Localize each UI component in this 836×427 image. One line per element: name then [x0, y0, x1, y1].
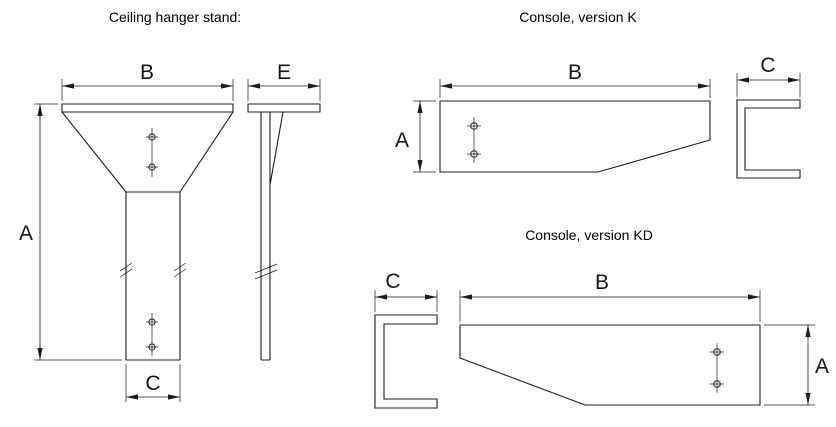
- dim-label-a-console-kd: A: [815, 355, 829, 378]
- break-mark: [254, 263, 278, 280]
- console-k-outline: [439, 100, 711, 173]
- console-kd-profile-outline: [374, 314, 438, 409]
- console-k-profile-view: C: [736, 54, 801, 179]
- dimension-a-console-k: A: [395, 100, 436, 173]
- extension-line: [61, 79, 234, 101]
- console-k-profile-outline: [736, 99, 801, 179]
- console-kd-title: Console, version KD: [525, 227, 653, 243]
- dim-label-c-hanger: C: [145, 372, 160, 395]
- extension-line: [736, 73, 801, 97]
- dimension-a-hanger: A: [19, 103, 122, 361]
- dim-label-e-hanger: E: [277, 61, 291, 84]
- dimension-a-console-kd: A: [764, 324, 829, 406]
- hole-marker: [148, 318, 156, 326]
- dim-label-b-console-kd: B: [595, 271, 609, 294]
- dimension-e-hanger: E: [247, 61, 321, 101]
- hole-marker: [148, 163, 156, 171]
- dimension-c-console-kd: C: [374, 270, 438, 312]
- hole-marker: [148, 133, 156, 141]
- dim-label-b-console-k: B: [568, 61, 582, 84]
- extension-line: [34, 103, 122, 361]
- console-k-centerlines: [467, 117, 481, 163]
- extension-line: [413, 100, 436, 173]
- console-kd-view: B A: [459, 271, 829, 406]
- hanger-front-centerlines: [146, 128, 158, 356]
- extension-line: [374, 290, 438, 312]
- break-mark: [119, 262, 187, 278]
- hanger-title: Ceiling hanger stand:: [109, 9, 241, 25]
- extension-line: [459, 290, 761, 322]
- hanger-side-outline: [247, 103, 321, 361]
- hanger-front-view: B A C: [19, 61, 234, 402]
- dim-label-c-console-kd: C: [385, 270, 400, 293]
- extension-line: [764, 324, 815, 406]
- dimension-c-console-k: C: [736, 54, 801, 97]
- console-k-title: Console, version K: [519, 9, 637, 25]
- console-k-view: B A: [395, 61, 711, 173]
- hole-marker: [713, 348, 721, 356]
- dim-label-c-console-k: C: [760, 54, 775, 77]
- dim-label-a-console-k: A: [395, 129, 409, 152]
- hanger-front-outline: [61, 103, 234, 361]
- dimension-c-hanger: C: [125, 364, 181, 402]
- dimension-b-hanger: B: [61, 61, 234, 101]
- console-kd-outline: [459, 324, 761, 406]
- hanger-side-view: E: [247, 61, 321, 361]
- hole-marker: [148, 343, 156, 351]
- hole-marker: [470, 122, 478, 130]
- console-kd-profile-view: C: [374, 270, 438, 409]
- console-kd-centerlines: [710, 343, 724, 393]
- extension-line: [247, 79, 321, 101]
- dimension-b-console-k: B: [439, 61, 711, 98]
- hole-marker: [713, 380, 721, 388]
- dim-label-a-hanger: A: [19, 222, 33, 245]
- dim-label-b-hanger: B: [140, 61, 154, 84]
- dimension-b-console-kd: B: [459, 271, 761, 322]
- hole-marker: [470, 150, 478, 158]
